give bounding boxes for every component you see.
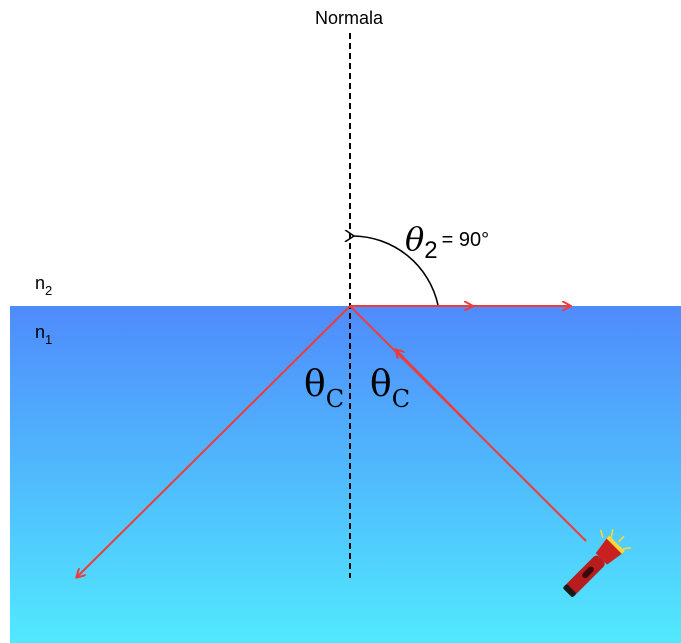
angle-arc-90 (353, 236, 439, 306)
reflected-ray (77, 305, 351, 577)
normal-label: Normala (315, 8, 384, 28)
medium-n2-label: n2 (35, 273, 52, 298)
medium-n1-label: n1 (35, 322, 52, 347)
flashlight-icon (563, 529, 632, 597)
water-region (10, 306, 681, 643)
refracted-angle-label: θ2= 90° (405, 220, 489, 264)
critical-angle-left-label: θC (304, 364, 344, 413)
critical-angle-right-label: θC (370, 364, 410, 413)
incident-ray-arrow (396, 350, 471, 426)
